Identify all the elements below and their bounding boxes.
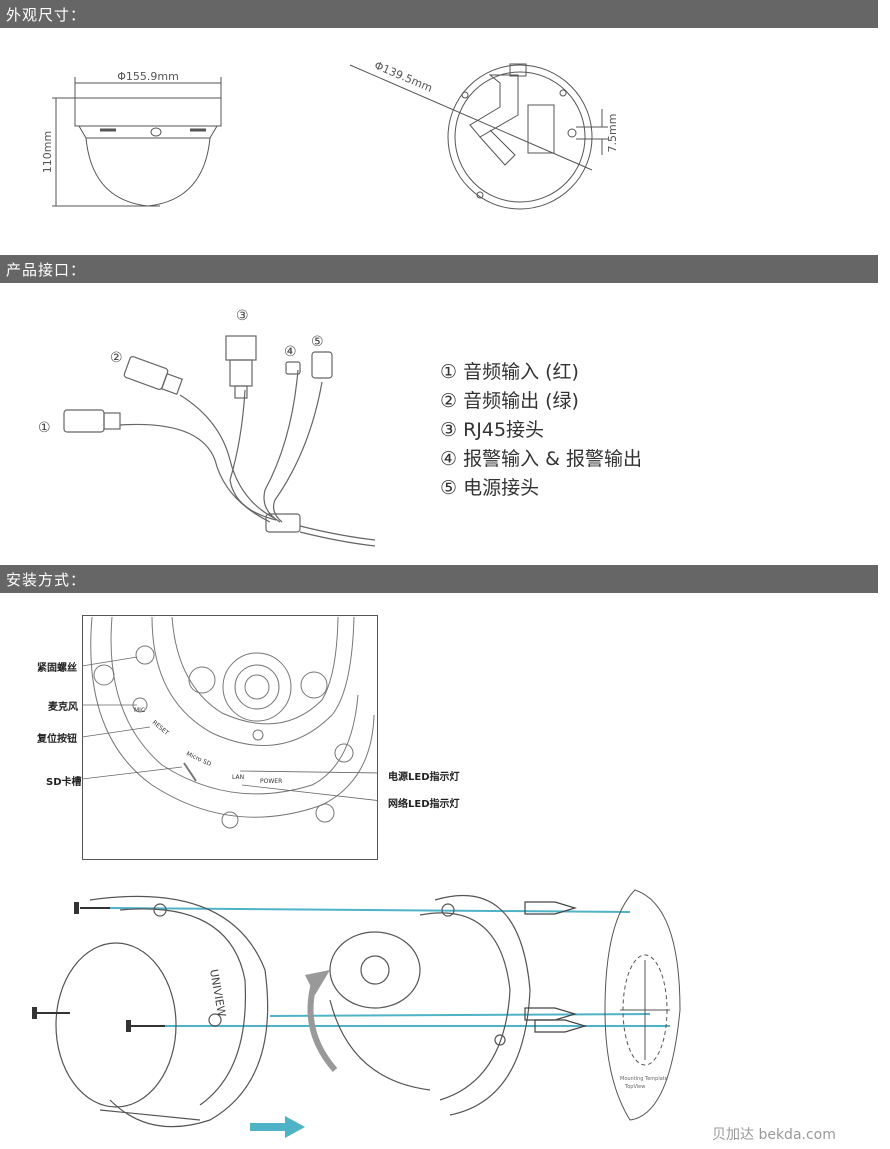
connector-legend: ① 音频输入 (红) ② 音频输出 (绿) ③ RJ45接头 ④ 报警输入 & … (440, 358, 642, 503)
connector-marker-1: ① (38, 420, 51, 436)
internal-view-drawing: RESET Micro SD LAN POWER MIC (82, 615, 378, 860)
callout-sd-slot: SD卡槽 (46, 777, 82, 788)
connector-marker-5: ⑤ (311, 334, 324, 350)
offset-label: 7.5mm (606, 114, 619, 153)
height-label: 110mm (41, 131, 54, 173)
section-bar-interfaces: 产品接口： (0, 255, 878, 283)
board-text-reset: RESET (151, 719, 170, 737)
template-title: Mounting Template (620, 1076, 668, 1082)
brand-label: UNIVIEW (207, 968, 228, 1018)
legend-item-alarm: ④ 报警输入 & 报警输出 (440, 448, 642, 470)
legend-item-rj45: ③ RJ45接头 (440, 419, 545, 441)
callout-fastening-screw: 紧固螺丝 (37, 663, 77, 674)
cable-connectors-drawing: ① ② ③ ④ ⑤ (38, 308, 376, 547)
board-text-mic: MIC (134, 707, 145, 714)
board-text-micro-sd: Micro SD (185, 750, 212, 768)
section-title: 安装方式： (6, 571, 87, 589)
side-view-drawing: Φ155.9mm 110mm (41, 70, 222, 207)
connector-marker-4: ④ (284, 344, 297, 360)
legend-item-audio-in: ① 音频输入 (红) (440, 361, 579, 383)
section-title: 外观尺寸： (6, 6, 87, 24)
board-text-power: POWER (260, 778, 282, 785)
connector-marker-3: ③ (236, 308, 249, 324)
installation-exploded-drawing: UNIVIEW Mounting Template TopView (32, 889, 681, 1138)
watermark: 贝加达 bekda.com (712, 1127, 836, 1143)
base-diameter-label: Φ139.5mm (372, 59, 434, 95)
callout-power-led: 电源LED指示灯 (388, 772, 460, 783)
callout-reset-button: 复位按钮 (37, 734, 77, 745)
template-subtitle: TopView (624, 1084, 645, 1090)
legend-item-power: ⑤ 电源接头 (440, 477, 540, 499)
legend-item-audio-out: ② 音频输出 (绿) (440, 390, 579, 412)
connector-marker-2: ② (110, 350, 123, 366)
base-top-view-drawing: Φ139.5mm 7.5mm (349, 59, 619, 210)
board-text-lan: LAN (232, 774, 244, 781)
section-title: 产品接口： (6, 261, 87, 279)
callout-microphone: 麦克风 (48, 702, 78, 713)
callout-network-led: 网络LED指示灯 (388, 799, 460, 810)
section-bar-dimensions: 外观尺寸： (0, 0, 878, 28)
section-bar-installation: 安装方式： (0, 565, 878, 593)
width-label: Φ155.9mm (117, 70, 179, 83)
